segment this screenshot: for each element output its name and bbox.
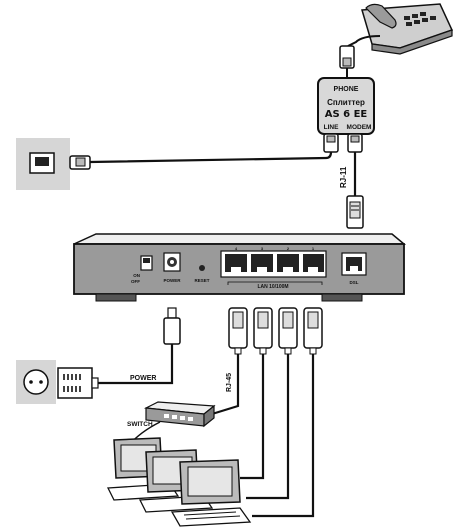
line-cable: [89, 151, 333, 164]
telephone-icon: [361, 3, 454, 55]
lan-port-number-3: 3: [261, 246, 264, 251]
splitter-phone-label: PHONE: [334, 86, 359, 93]
lan-cable-pc-2: [246, 354, 290, 500]
rj45-plug-3-icon: [253, 307, 273, 355]
reset-label: RESET: [194, 278, 209, 283]
lan-cable-pc-3: [252, 354, 315, 518]
lan-cable-switch: [211, 354, 240, 416]
rj45-plug-2-icon: [278, 307, 298, 355]
lan-port-group: [220, 250, 327, 278]
splitter-box: PHONE Сплиттер AS 6 EE LINE MODEM: [317, 77, 375, 135]
switch-label: SWITCH: [127, 421, 153, 428]
rj11-label: RJ-11: [339, 166, 348, 188]
lan-cable-pc-1: [240, 354, 265, 480]
dsl-port-icon: [341, 252, 367, 276]
splitter-model: AS 6 EE: [325, 109, 368, 120]
switch-on-label: ON: [133, 273, 140, 278]
lan-port-1-icon: [303, 254, 324, 272]
splitter-modem-label: MODEM: [347, 124, 372, 131]
switch-off-label: OFF: [131, 279, 140, 284]
computer-3-icon: [170, 459, 252, 527]
power-connector-icon: [163, 307, 181, 345]
power-adapter-icon: [57, 367, 99, 399]
network-switch-icon: [143, 401, 216, 428]
dsl-label: DSL: [350, 280, 359, 285]
lan-port-3-icon: [251, 254, 273, 272]
power-cable-label: POWER: [130, 375, 156, 382]
rj11-plug-icon: [346, 195, 364, 229]
reset-button-icon: [199, 265, 205, 271]
lan-label: LAN 10/100M: [257, 284, 288, 290]
splitter-line-label: LINE: [324, 124, 339, 131]
splitter-line-plug-icon: [323, 133, 339, 153]
power-jack-icon: [163, 252, 181, 272]
wall-plug-icon: [69, 155, 91, 170]
splitter-name: Сплиттер: [327, 98, 365, 107]
lan-port-4-icon: [225, 254, 247, 272]
rj45-plug-4-icon: [228, 307, 248, 355]
phone-cord: [347, 35, 381, 47]
wall-phone-socket-icon: [16, 138, 70, 190]
lan-port-number-2: 2: [287, 246, 290, 251]
router-power-label: POWER: [163, 278, 181, 283]
lan-port-number-1: 1: [312, 246, 315, 251]
splitter-modem-plug-icon: [347, 133, 363, 153]
rj45-label: RJ-45: [226, 373, 233, 392]
wall-power-socket-icon: [16, 360, 56, 404]
power-cable: [98, 344, 174, 385]
rj45-plug-1-icon: [303, 307, 323, 355]
lan-port-number-4: 4: [235, 246, 238, 251]
lan-bracket: [227, 281, 323, 285]
phone-plug-icon: [339, 45, 355, 69]
on-off-switch-icon: [140, 255, 153, 271]
lan-port-2-icon: [277, 254, 299, 272]
